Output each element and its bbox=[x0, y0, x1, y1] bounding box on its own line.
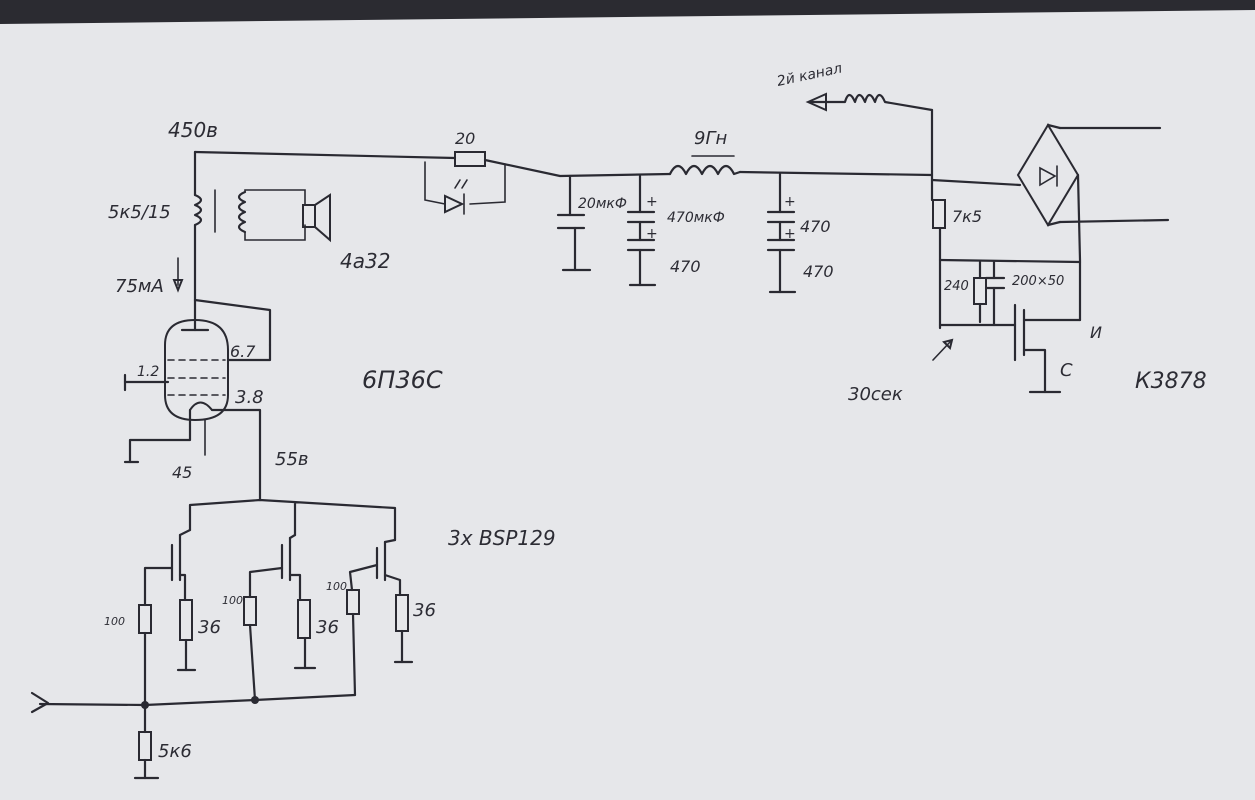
label-transformer: 5к5/15 bbox=[108, 202, 171, 223]
speaker-icon bbox=[302, 193, 331, 243]
label-current: 75мА bbox=[115, 276, 164, 297]
label-input-res: 5к6 bbox=[158, 741, 192, 762]
label-mosfet-drain: И bbox=[1090, 323, 1102, 342]
label-cap-1: 20мкФ bbox=[578, 196, 627, 212]
label-source-res-2: 36 bbox=[316, 617, 339, 638]
label-screen-voltage: 6.7 bbox=[230, 342, 256, 361]
filter-resistor bbox=[424, 151, 506, 205]
label-cap-2b: 470 bbox=[670, 257, 701, 276]
label-tube: 6П36С bbox=[362, 366, 443, 394]
label-cap-2a: 470мкФ bbox=[667, 210, 725, 226]
tube-6p36s bbox=[123, 298, 272, 502]
label-heater: 45 bbox=[172, 463, 192, 482]
label-delay: 30сек bbox=[848, 384, 903, 405]
bridge-rectifier bbox=[1016, 123, 1082, 322]
label-cathode-voltage: 3.8 bbox=[235, 387, 264, 408]
mosfet-array bbox=[138, 498, 414, 707]
label-gate-res-3: 100 bbox=[326, 580, 347, 593]
label-source-res-3: 36 bbox=[413, 600, 436, 621]
desk-edge bbox=[0, 0, 1255, 24]
label-mosfets: 3х BSP129 bbox=[448, 526, 556, 550]
delay-network bbox=[932, 199, 1082, 394]
label-source-res-1: 36 bbox=[198, 617, 221, 638]
label-res-7k5: 7к5 bbox=[952, 207, 982, 226]
label-g1-voltage: 1.2 bbox=[137, 364, 159, 380]
label-cap-200x50: 200×50 bbox=[1012, 274, 1064, 289]
label-cap-3a: 470 bbox=[800, 217, 831, 236]
cap-470uf-stack-2: + + bbox=[766, 172, 797, 294]
label-cathode-node: 55в bbox=[275, 449, 309, 470]
label-filter-res: 20 bbox=[455, 129, 475, 148]
label-cap-3b: 470 bbox=[803, 262, 834, 281]
label-delay-mosfet: К3878 bbox=[1135, 369, 1207, 394]
label-choke: 9Гн bbox=[694, 128, 727, 149]
label-speaker: 4а32 bbox=[340, 249, 390, 273]
second-channel-feed bbox=[805, 92, 934, 112]
input-line bbox=[30, 691, 357, 780]
label-res-240: 240 bbox=[944, 279, 969, 294]
current-arrow bbox=[172, 257, 184, 293]
svg-text:+: + bbox=[646, 194, 658, 210]
label-mosfet-source: С bbox=[1060, 360, 1073, 381]
choke bbox=[668, 155, 742, 176]
hv-rail bbox=[193, 108, 1170, 224]
transformer bbox=[193, 150, 306, 302]
cap-20uf bbox=[556, 174, 592, 272]
svg-text:+: + bbox=[784, 194, 796, 210]
svg-text:+: + bbox=[784, 226, 796, 242]
cap-470uf-stack-1: + + bbox=[626, 174, 658, 287]
diode bbox=[444, 179, 468, 215]
label-supply-voltage: 450в bbox=[168, 118, 218, 142]
label-gate-res-2: 100 bbox=[222, 594, 243, 607]
label-gate-res-1: 100 bbox=[104, 615, 125, 628]
svg-text:+: + bbox=[646, 226, 658, 242]
